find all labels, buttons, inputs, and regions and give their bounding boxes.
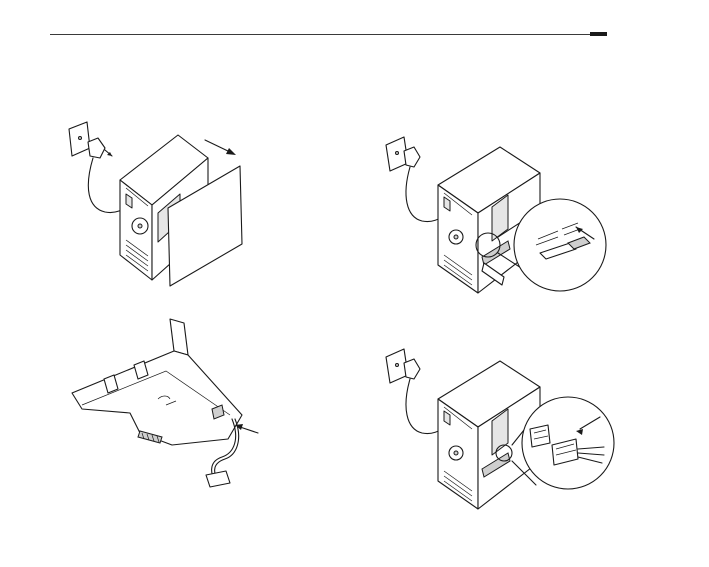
pc-side-panel-removal-icon [60,118,260,293]
pcie-card-insertion-icon [380,125,610,300]
header-rule [50,34,607,35]
header-connection-icon [380,345,610,520]
pcie-card-cable-icon [62,315,277,495]
header-tab-marker [590,32,607,36]
